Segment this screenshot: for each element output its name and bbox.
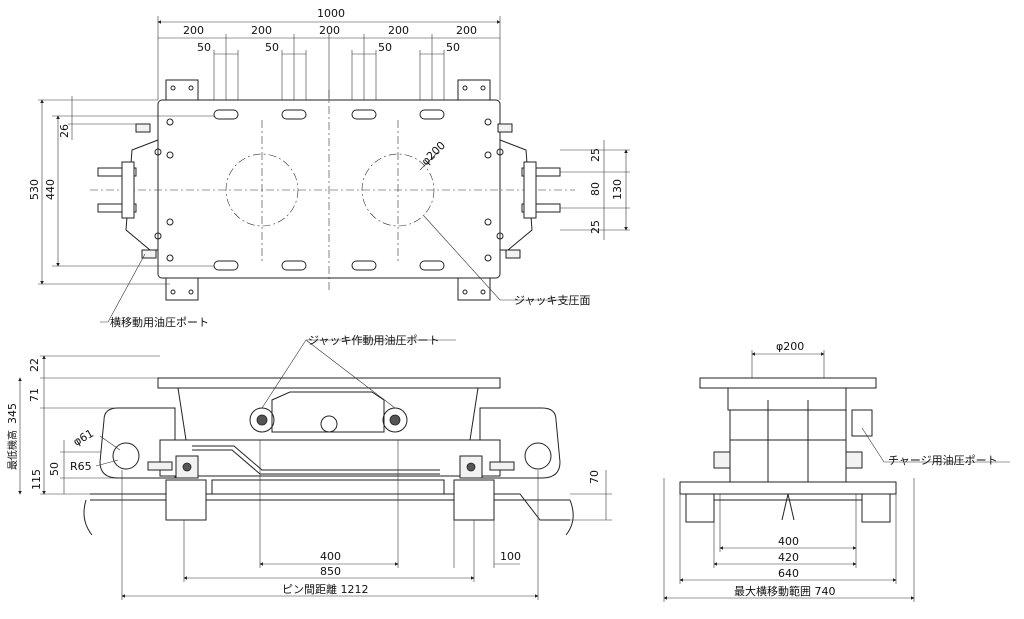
side-view xyxy=(663,350,1010,602)
dim-R65: R65 xyxy=(70,460,92,473)
label-jack-surface: ジャッキ支圧面 xyxy=(514,294,590,307)
dim-420: 420 xyxy=(778,551,799,564)
dim-345: 345 xyxy=(6,403,19,424)
dim-130: 130 xyxy=(611,179,624,200)
dim-slot-2: 50 xyxy=(265,41,279,54)
dim-pitch-3: 200 xyxy=(319,24,340,37)
dim-height-outer: 530 xyxy=(28,179,41,200)
dim-pitch-4: 200 xyxy=(388,24,409,37)
bolt-holes xyxy=(154,118,504,262)
dim-max-traverse: 最大横移動範囲 740 xyxy=(734,584,836,598)
dim-22: 22 xyxy=(28,358,41,372)
dim-pitch-5: 200 xyxy=(456,24,477,37)
dim-400-side: 400 xyxy=(778,535,799,548)
dim-slot-4: 50 xyxy=(446,41,460,54)
dim-phi61: φ61 xyxy=(71,427,96,449)
dim-850: 850 xyxy=(320,565,341,578)
dim-640: 640 xyxy=(778,567,799,580)
dim-400-front: 400 xyxy=(320,550,341,563)
label-charge-port: チャージ用油圧ポート xyxy=(888,453,998,467)
dim-height-inner: 440 xyxy=(44,179,57,200)
dim-phi200-side: φ200 xyxy=(776,340,804,353)
dim-slot-3: 50 xyxy=(378,41,392,54)
dim-25-top: 25 xyxy=(589,148,602,162)
dim-overall-width: 1000 xyxy=(317,7,345,20)
dim-71: 71 xyxy=(28,388,41,402)
label-traverse-port: 横移動用油圧ポート xyxy=(110,315,209,329)
front-view xyxy=(18,339,612,600)
dim-26: 26 xyxy=(58,124,71,138)
slots xyxy=(213,109,445,271)
dim-pitch-1: 200 xyxy=(183,24,204,37)
dim-100: 100 xyxy=(500,550,521,563)
dim-70: 70 xyxy=(588,470,601,484)
dim-115: 115 xyxy=(30,469,43,490)
dim-min-height-label: 最低機高 xyxy=(6,430,19,470)
dim-pin-distance: ピン間距離 1212 xyxy=(282,582,369,596)
dim-pitch-2: 200 xyxy=(251,24,272,37)
dim-25-bottom: 25 xyxy=(589,220,602,234)
dim-80: 80 xyxy=(589,182,602,196)
dim-slot-1: 50 xyxy=(197,41,211,54)
label-jack-port: ジャッキ作動用油圧ポート xyxy=(308,333,439,347)
top-view xyxy=(38,16,630,323)
dim-50: 50 xyxy=(48,462,61,476)
